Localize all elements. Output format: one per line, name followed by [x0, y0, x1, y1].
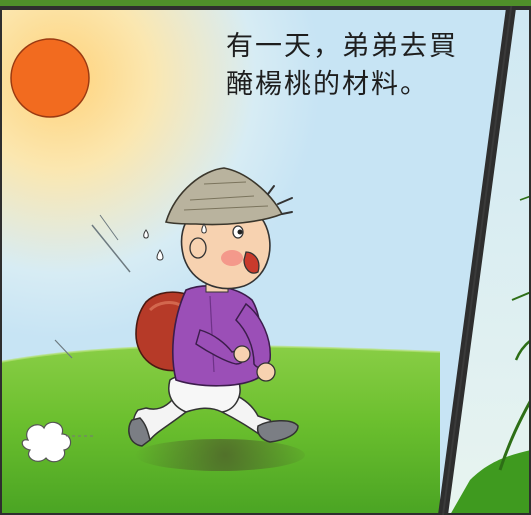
- dust-puff-icon: [21, 421, 94, 463]
- open-mouth: [243, 251, 260, 274]
- caption-line-2: 醃楊桃的材料。: [226, 69, 429, 100]
- ground-shadow: [135, 439, 305, 471]
- running-boy: [128, 167, 299, 447]
- back-shoe: [128, 417, 151, 447]
- sweat-drop-icon: [201, 223, 207, 234]
- hand: [256, 362, 276, 382]
- top-panel-strip: [0, 0, 531, 6]
- grass-blade-icon: [450, 450, 531, 515]
- grass-field: [0, 346, 440, 515]
- left-panel-border: [0, 6, 511, 515]
- front-shoe: [256, 420, 299, 443]
- motion-line: [91, 224, 131, 273]
- caption-text: 有一天，弟弟去買 醃楊桃的材料。: [226, 28, 496, 104]
- sun-icon: [10, 38, 90, 118]
- caption-line-1: 有一天，弟弟去買: [226, 31, 458, 62]
- right-panel-border: [443, 6, 531, 515]
